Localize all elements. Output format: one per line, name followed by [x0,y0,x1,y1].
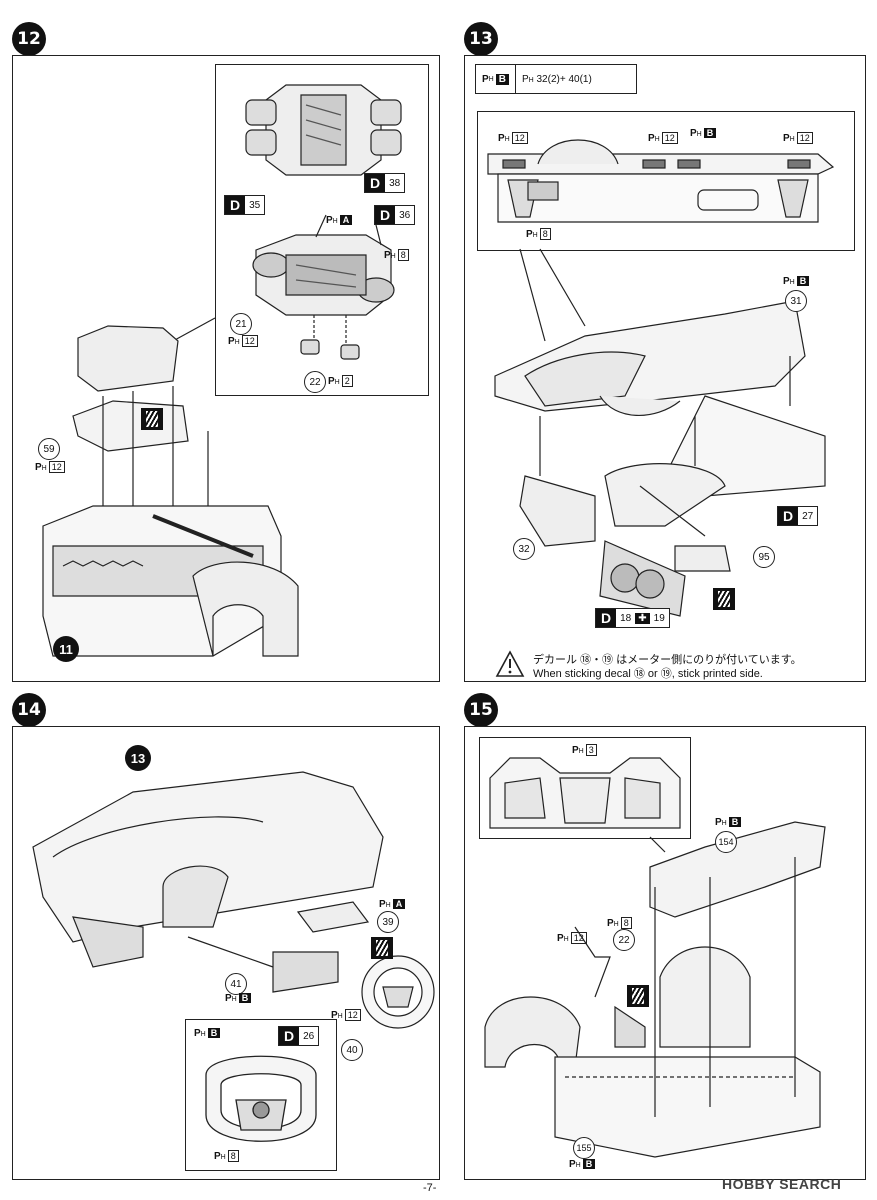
part-155-marker: 155 [573,1137,595,1159]
step-14-number: 14 [12,693,46,727]
dashboard-assembly-drawing [494,248,826,617]
part-154-marker: 154 [715,831,737,853]
page-number: -7- [423,1182,437,1194]
dashboard-steering-assembly-drawing [32,771,435,1029]
part-22-marker: 22 [613,929,635,951]
glue-icon [141,408,163,430]
bulkhead-front-drawing [489,757,681,829]
part-95-marker: 95 [753,546,775,568]
warning-icon [495,650,525,677]
part-22-marker: 22 [304,371,326,393]
warning-text-english: When sticking decal ⑱ or ⑲, stick printe… [533,668,763,680]
glue-icon-meter [713,588,735,610]
glue-icon [627,985,649,1007]
steering-wheel-drawing [205,1055,317,1142]
warning-text-japanese: デカール ⑱・⑲ はメーター側にのりが付いています。 [533,654,802,666]
part-31-marker: 31 [785,290,807,312]
part-40-marker: 40 [341,1039,363,1061]
part-59-marker: 59 [38,438,60,460]
part-41-marker: 41 [225,973,247,995]
step-12-number: 12 [12,22,46,56]
subassembly-11-marker: 11 [53,636,79,662]
part-32-marker: 32 [513,538,535,560]
hobby-search-watermark: HOBBY SEARCH [722,1176,842,1192]
subassembly-13-marker: 13 [125,745,151,771]
part-39-marker: 39 [377,911,399,933]
part-21-marker: 21 [230,313,252,335]
step-15-number: 15 [464,693,498,727]
paint-mix-text: PH 32(2)+ 40(1) [521,73,592,85]
dashboard-front-drawing [487,139,835,223]
chassis-bulkhead-assembly-drawing [484,821,826,1158]
step-13-number: 13 [464,22,498,56]
engine-top-drawing [245,84,402,360]
engine-bay-assembly-drawing [42,317,299,657]
glue-icon [371,937,393,959]
